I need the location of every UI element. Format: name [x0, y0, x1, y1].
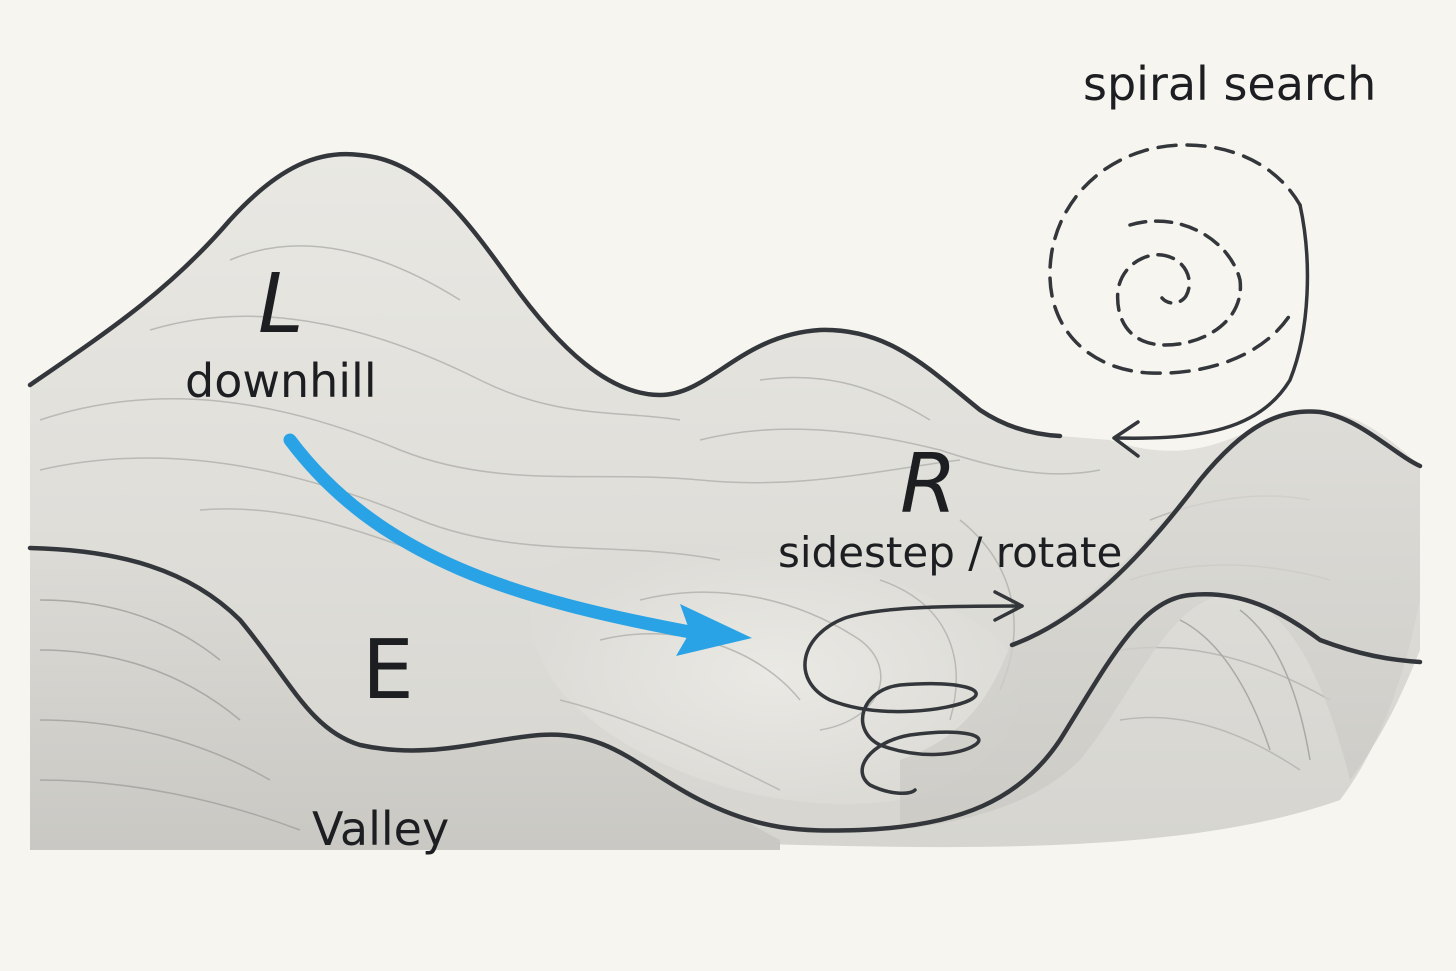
label-sidestep-rotate: sidestep / rotate	[778, 528, 1122, 577]
label-valley: Valley	[312, 802, 449, 856]
coil-arrowhead	[993, 590, 1024, 622]
ridge-contour-lines	[39, 599, 1311, 831]
label-downhill: downhill	[185, 354, 377, 408]
label-L: L	[258, 257, 304, 352]
label-E: E	[362, 623, 414, 718]
valley-ridge-surface	[30, 548, 780, 850]
label-R: R	[900, 437, 957, 532]
rotation-coil	[803, 604, 1024, 796]
mountain-outline	[27, 151, 1063, 439]
downhill-arrow	[283, 433, 697, 639]
terrain-outlines	[27, 151, 1423, 833]
right-ridge-outline	[1009, 409, 1423, 648]
spiral-search-icon	[1048, 143, 1310, 458]
downhill-arrowhead	[676, 604, 752, 656]
valley-outline	[27, 545, 1423, 833]
label-spiral-search: spiral search	[1083, 57, 1376, 111]
right-ridge-surface	[900, 414, 1420, 830]
